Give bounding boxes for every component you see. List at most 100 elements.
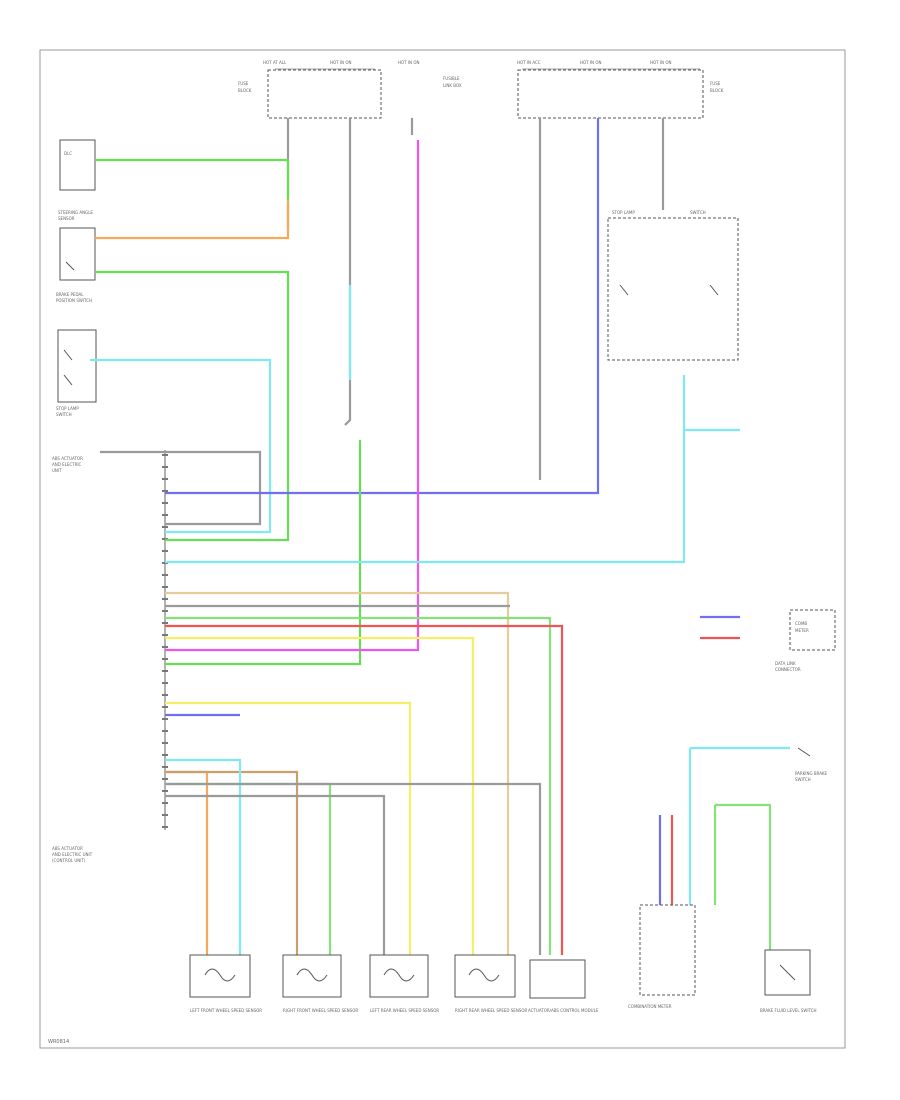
- svg-text:HOT IN ON: HOT IN ON: [398, 60, 419, 65]
- light-green-wire: [165, 616, 552, 955]
- svg-text:BLOCK: BLOCK: [238, 88, 252, 93]
- connector-pin: [162, 814, 168, 816]
- label-sensor-lt-front: LEFT FRONT WHEEL SPEED SENSOR: [190, 1008, 262, 1013]
- connector-pin: [162, 586, 168, 588]
- connector-pin: [162, 766, 168, 768]
- gray-wire: [100, 450, 262, 526]
- connector-pin: [162, 790, 168, 792]
- gray-wire: [165, 794, 386, 955]
- abs-module-connector: ABS ACTUATOR AND ELECTRIC UNIT ABS ACTUA…: [52, 450, 168, 863]
- blue-wire: [165, 118, 600, 495]
- combination-meter: COMBINATION METER: [628, 904, 696, 1009]
- svg-text:SWITCH: SWITCH: [795, 777, 811, 782]
- svg-text:BLOCK: BLOCK: [710, 88, 724, 93]
- sensor-lt-front: LEFT FRONT WHEEL SPEED SENSOR: [189, 954, 262, 1013]
- cyan-wire: [165, 375, 686, 564]
- svg-text:ABS ACTUATOR: ABS ACTUATOR: [52, 846, 83, 851]
- svg-text:AND ELECTRIC UNIT: AND ELECTRIC UNIT: [52, 852, 93, 857]
- connector-pin: [162, 634, 168, 636]
- svg-text:STOP LAMP: STOP LAMP: [56, 406, 79, 411]
- connector-pin: [162, 610, 168, 612]
- brake-fluid-switch: BRAKE FLUID LEVEL SWITCH: [760, 949, 817, 1013]
- left-switch-boxes: DLC STEERING ANGLE SENSOR BRAKE PEDAL PO…: [56, 139, 97, 417]
- svg-text:CONNECTOR: CONNECTOR: [775, 667, 801, 672]
- connector-pin: [162, 598, 168, 600]
- connector-pin: [162, 466, 168, 468]
- connector-pin: [162, 454, 168, 456]
- label-sensor-rt-front: RIGHT FRONT WHEEL SPEED SENSOR: [283, 1008, 358, 1013]
- red-wire: [165, 624, 564, 955]
- tan-wire: [165, 591, 510, 955]
- svg-text:SWITCH: SWITCH: [56, 412, 72, 417]
- bottom-components: LEFT FRONT WHEEL SPEED SENSOR RIGHT FRON…: [189, 904, 817, 1013]
- connector-pin: [162, 706, 168, 708]
- connector-pin: [162, 622, 168, 624]
- right-relay-cluster: STOP LAMP SWITCH: [607, 210, 739, 361]
- svg-text:METER: METER: [795, 628, 809, 633]
- svg-text:FUSE: FUSE: [238, 81, 249, 86]
- label-sensor-lt-rear: LEFT REAR WHEEL SPEED SENSOR: [370, 1008, 439, 1013]
- svg-text:FUSE: FUSE: [710, 81, 721, 86]
- diagram-frame: [39, 49, 846, 1049]
- svg-text:HOT AT ALL: HOT AT ALL: [263, 60, 287, 65]
- connector-pin: [162, 514, 168, 516]
- green-wire: [95, 270, 290, 542]
- svg-text:HOT IN ON: HOT IN ON: [650, 60, 671, 65]
- label-actuator: ACTUATOR/ABS CONTROL MODULE: [528, 1008, 599, 1013]
- svg-text:AND ELECTRIC: AND ELECTRIC: [52, 462, 82, 467]
- gray-wire: [344, 118, 352, 426]
- magenta-wire: [165, 140, 420, 652]
- svg-text:DATA LINK: DATA LINK: [775, 661, 796, 666]
- svg-text:LINK BOX: LINK BOX: [443, 83, 462, 88]
- connector-pin: [162, 778, 168, 780]
- svg-text:BRAKE PEDAL: BRAKE PEDAL: [56, 292, 84, 297]
- connector-pin: [162, 478, 168, 480]
- svg-text:HOT IN ON: HOT IN ON: [580, 60, 601, 65]
- svg-text:COMB: COMB: [795, 621, 807, 626]
- actuator: ACTUATOR/ABS CONTROL MODULE: [528, 959, 599, 1013]
- connector-pin: [162, 490, 168, 492]
- svg-text:(CONTROL UNIT): (CONTROL UNIT): [52, 858, 86, 863]
- connector-pin: [162, 526, 168, 528]
- sensor-rt-rear: RIGHT REAR WHEEL SPEED SENSOR: [454, 954, 527, 1013]
- svg-text:PARKING BRAKE: PARKING BRAKE: [795, 771, 828, 776]
- label-brake-fluid-switch: BRAKE FLUID LEVEL SWITCH: [760, 1008, 817, 1013]
- orange-wire: [95, 200, 290, 240]
- sensor-lt-rear: LEFT REAR WHEEL SPEED SENSOR: [369, 954, 439, 1013]
- yellow-wire: [165, 636, 475, 955]
- svg-text:DLC: DLC: [64, 151, 72, 156]
- yellow-wire: [165, 701, 412, 955]
- svg-text:SENSOR: SENSOR: [58, 216, 75, 221]
- svg-text:ABS ACTUATOR: ABS ACTUATOR: [52, 456, 83, 461]
- svg-text:FUSIBLE: FUSIBLE: [443, 76, 460, 81]
- svg-text:STOP LAMP: STOP LAMP: [612, 210, 635, 215]
- right-lower-switches: COMB METER DATA LINK CONNECTOR PARKING B…: [775, 609, 836, 782]
- footer-id: WR0814: [48, 1039, 69, 1045]
- connector-pin: [162, 718, 168, 720]
- green-wire: [165, 440, 362, 666]
- svg-text:HOT IN ON: HOT IN ON: [330, 60, 351, 65]
- connector-pin: [162, 646, 168, 648]
- connector-pin: [162, 682, 168, 684]
- connector-pin: [162, 742, 168, 744]
- connector-pin: [162, 658, 168, 660]
- fuse-box-group: HOT AT ALL HOT IN ON HOT IN ON HOT IN AC…: [238, 60, 724, 119]
- wires: [90, 118, 790, 955]
- light-green-wire: [715, 803, 772, 950]
- cyan-wire: [165, 758, 242, 955]
- label-combination-meter: COMBINATION METER: [628, 1004, 672, 1009]
- connector-pin: [162, 550, 168, 552]
- svg-text:SWITCH: SWITCH: [690, 210, 706, 215]
- gray-wire: [165, 782, 542, 955]
- connector-pin: [162, 826, 168, 828]
- green-wire: [95, 158, 290, 200]
- connector-pin: [162, 802, 168, 804]
- connector-pin: [162, 502, 168, 504]
- svg-text:STEERING ANGLE: STEERING ANGLE: [58, 210, 93, 215]
- orange-wire: [165, 770, 209, 955]
- connector-pin: [162, 670, 168, 672]
- connector-pin: [162, 754, 168, 756]
- svg-text:POSITION SWITCH: POSITION SWITCH: [56, 298, 92, 303]
- connector-pin: [162, 694, 168, 696]
